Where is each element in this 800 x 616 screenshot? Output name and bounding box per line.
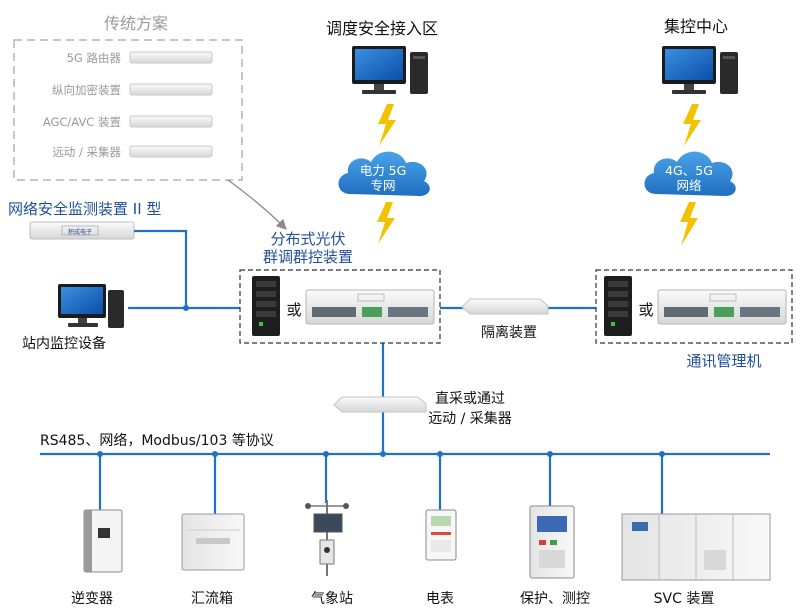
security-monitor-device: 积成电子 [29, 221, 135, 240]
legacy-item-encryption: 纵向加密装置 [52, 83, 121, 97]
lightning-bolt-icon [680, 202, 698, 246]
protocol-label: RS485、网络，Modbus/103 等协议 [40, 432, 274, 449]
line-security-monitor [134, 229, 188, 308]
collector-label-line1: 直采或通过 [435, 390, 505, 407]
weather-station-icon [305, 500, 349, 576]
legacy-item-router: 5G 路由器 [67, 51, 122, 65]
device-label-meter: 电表 [426, 591, 454, 607]
device-label-svc: SVC 装置 [654, 591, 715, 607]
rack-controller-icon [305, 289, 435, 325]
inverter-icon [83, 509, 123, 573]
device-label-weather: 气象站 [311, 591, 353, 607]
electric-meter-icon [425, 509, 457, 561]
control-computer-icon [662, 46, 738, 94]
control-center-title: 集控中心 [664, 17, 728, 36]
junction-dots [97, 305, 665, 457]
pv-controller-label-line2: 群调群控装置 [263, 248, 353, 266]
industrial-switch-icon [252, 276, 280, 336]
cloud-icon [338, 151, 430, 196]
power-network-label: 专网 [370, 178, 395, 193]
legacy-arrow [227, 179, 287, 230]
collector-device-icon [333, 396, 427, 413]
protection-cabinet-icon [529, 505, 575, 579]
rack-comm-icon [657, 289, 787, 325]
agc-device-icon [129, 115, 213, 128]
security-monitor-label: 网络安全监测装置 II 型 [8, 200, 161, 218]
lightning-bolt-icon [378, 104, 396, 146]
legacy-item-rtu: 远动 / 采集器 [52, 145, 121, 159]
encryption-device-icon [129, 83, 213, 96]
legacy-item-agc: AGC/AVC 装置 [43, 115, 121, 129]
lightning-bolt-icon [377, 202, 395, 244]
power-5g-label: 电力 5G [360, 163, 407, 178]
legacy-title: 传统方案 [104, 14, 168, 33]
dispatch-computer-icon [352, 46, 428, 94]
public-4g5g-label: 4G、5G [665, 163, 713, 178]
device-label-protection: 保护、测控 [520, 591, 590, 607]
rtu-device-icon [129, 145, 213, 158]
legacy-dashed-frame [13, 39, 243, 181]
collector-label-line2: 远动 / 采集器 [428, 410, 512, 427]
isolation-label: 隔离装置 [481, 324, 537, 341]
cloud-icon [644, 151, 736, 196]
pv-controller-label-line1: 分布式光伏 [270, 230, 345, 248]
control-center: 集控中心 4G、5G 网络 [644, 17, 738, 246]
power-5g-cloud: 电力 5G 专网 [338, 151, 430, 196]
router-device-icon [129, 51, 213, 64]
isolation-device-icon [461, 298, 549, 315]
or-label: 或 [638, 301, 653, 319]
industrial-switch-icon [604, 276, 632, 336]
dispatch-zone: 调度安全接入区 电力 5G 专网 [326, 19, 438, 244]
station-monitor-computer-icon [58, 284, 124, 328]
public-network-cloud: 4G、5G 网络 [644, 151, 736, 196]
legacy-scheme: 传统方案 5G 路由器 纵向加密装置 AGC/AVC 装置 远动 / 采集器 [13, 10, 243, 181]
station-monitor-label: 站内监控设备 [22, 335, 106, 352]
lightning-bolt-icon [683, 104, 701, 146]
comm-manager-box: 或 [595, 269, 793, 344]
device-label-inverter: 逆变器 [71, 591, 113, 607]
svc-cabinet-icon [621, 513, 771, 581]
device-logo: 积成电子 [68, 228, 92, 236]
dispatch-zone-title: 调度安全接入区 [326, 19, 438, 38]
comm-manager-label: 通讯管理机 [686, 352, 761, 370]
or-label: 或 [286, 301, 301, 319]
combiner-box-icon [181, 513, 245, 571]
public-network-label: 网络 [676, 178, 702, 193]
pv-controller-box: 或 [239, 269, 441, 344]
device-label-combiner: 汇流箱 [191, 591, 233, 607]
